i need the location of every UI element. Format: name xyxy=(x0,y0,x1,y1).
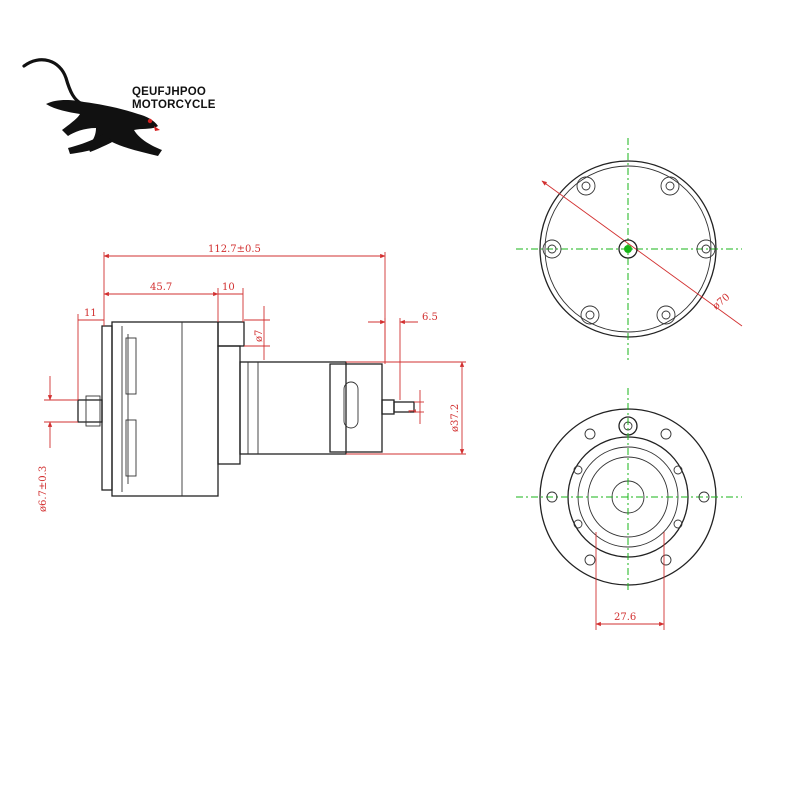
bore-diameter-label: 27.6 xyxy=(614,612,636,623)
motor-top-view: ø70 xyxy=(516,138,743,360)
brand-name: QEUFJHPOO MOTORCYCLE xyxy=(132,86,216,112)
motor-front-view: 27.6 xyxy=(516,388,742,630)
brand-line-2: MOTORCYCLE xyxy=(132,99,216,111)
neck-length-label: 10 xyxy=(222,282,235,293)
side-view-dimensions: 112.7±0.5 45.7 10 11 ø7 6.5 1 ø37.2 xyxy=(38,244,466,512)
panther-logo-icon xyxy=(22,58,162,156)
shaft-length-label: 6.5 xyxy=(422,312,438,323)
motor-side-view xyxy=(77,321,415,497)
outer-diameter-label: ø70 xyxy=(711,292,732,312)
overall-length-label: 112.7±0.5 xyxy=(208,244,261,255)
neck-diameter-label: ø7 xyxy=(254,330,265,342)
flange-holes xyxy=(546,428,710,566)
motor-diameter-label: ø37.2 xyxy=(450,404,461,432)
body-length-label: 45.7 xyxy=(150,282,172,293)
nozzle-length-label: 11 xyxy=(84,308,97,319)
shaft-width-label: 1 xyxy=(408,408,419,414)
brand-line-1: QEUFJHPOO xyxy=(132,86,207,98)
nozzle-diameter-label: ø6.7±0.3 xyxy=(38,466,49,512)
mounting-holes xyxy=(542,176,716,325)
